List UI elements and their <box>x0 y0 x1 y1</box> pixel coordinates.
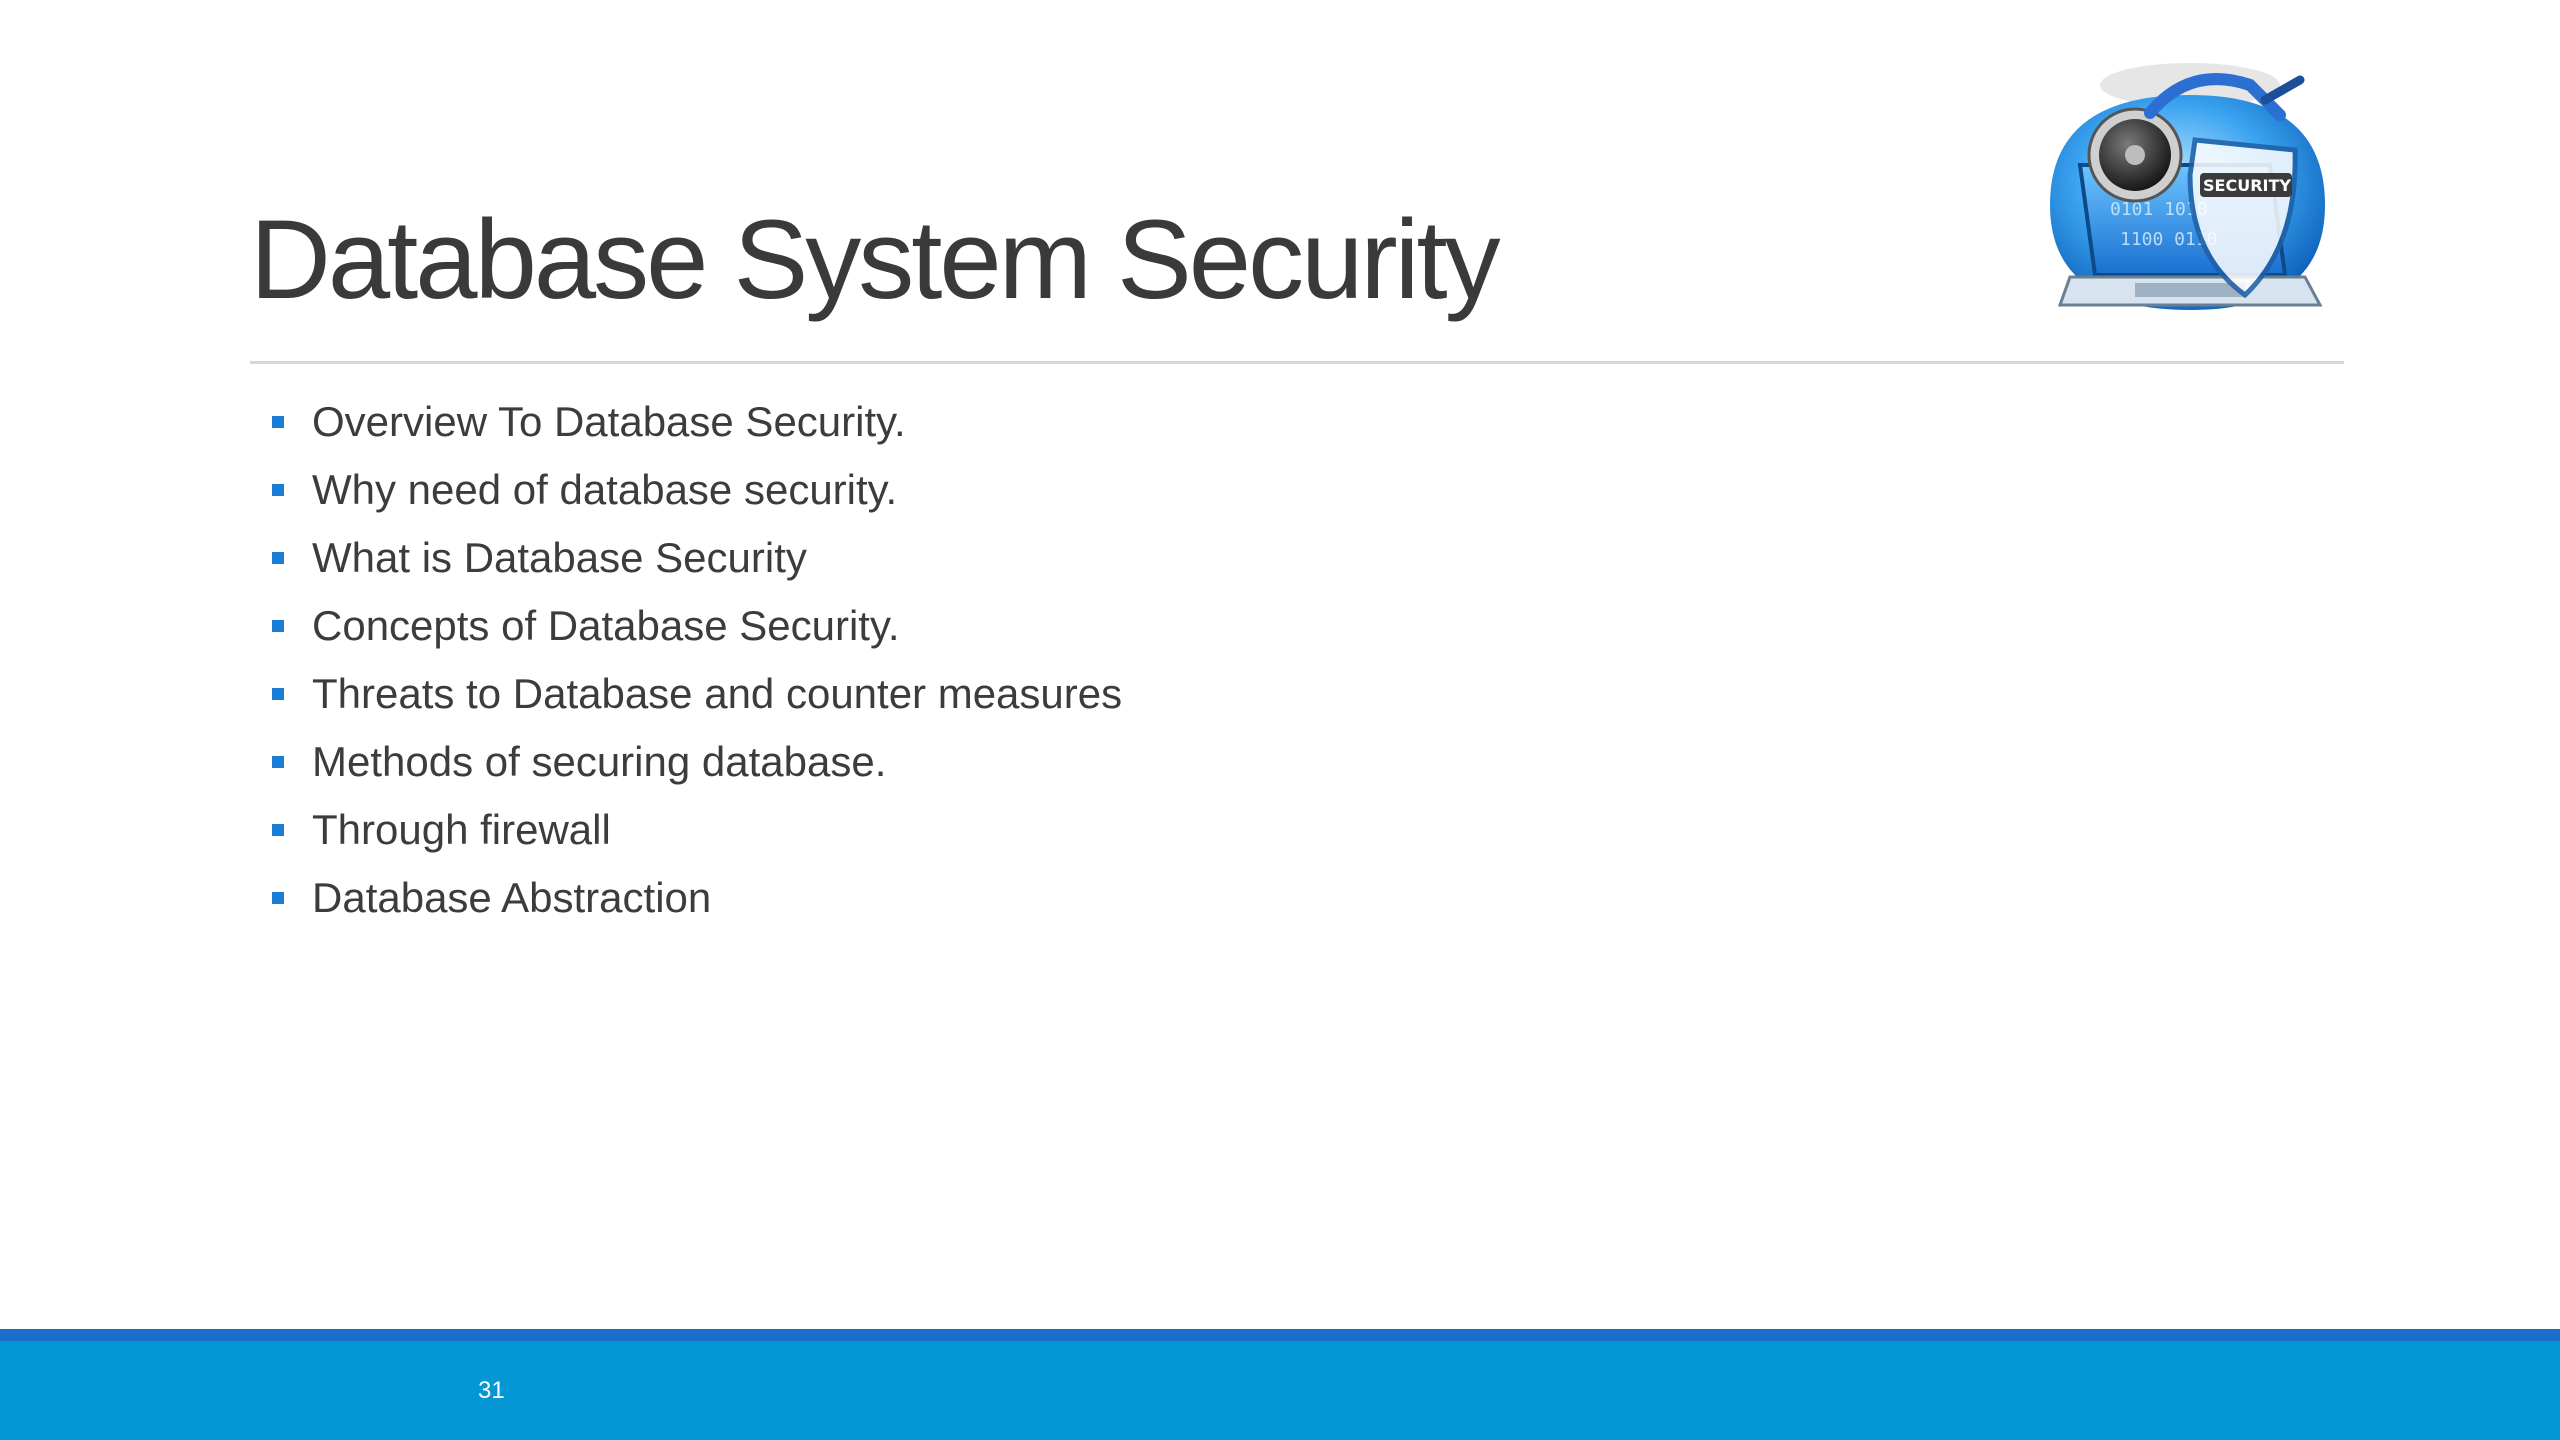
bullet-text: Concepts of Database Security. <box>312 602 900 649</box>
bullet-item-concepts: Concepts of Database Security. <box>272 592 1122 660</box>
bullet-item-overview: Overview To Database Security. <box>272 388 1122 456</box>
bullet-text: Overview To Database Security. <box>312 398 906 445</box>
bullet-item-threats: Threats to Database and counter measures <box>272 660 1122 728</box>
bullet-text: Database Abstraction <box>312 874 712 921</box>
bullet-square-icon <box>272 824 284 836</box>
security-laptop-lock-icon: 0101 1010 1100 0110 SECURITY <box>2050 63 2325 310</box>
logo-text: SECURITY <box>2203 176 2291 195</box>
bullet-item-firewall: Through firewall <box>272 796 1122 864</box>
bullet-item-methods: Methods of securing database. <box>272 728 1122 796</box>
bullet-square-icon <box>272 688 284 700</box>
bullet-square-icon <box>272 484 284 496</box>
bullet-square-icon <box>272 416 284 428</box>
bullet-square-icon <box>272 756 284 768</box>
bullet-item-why-need: Why need of database security. <box>272 456 1122 524</box>
bullet-item-what-is: What is Database Security <box>272 524 1122 592</box>
bullet-item-abstraction: Database Abstraction <box>272 864 1122 932</box>
bullet-square-icon <box>272 552 284 564</box>
page-number: 31 <box>478 1377 505 1404</box>
bullet-text: Through firewall <box>312 806 611 853</box>
title-divider <box>250 361 2344 364</box>
bullet-text: Why need of database security. <box>312 466 898 513</box>
footer-band <box>0 1341 2560 1440</box>
bullet-square-icon <box>272 892 284 904</box>
bullet-text: Threats to Database and counter measures <box>312 670 1123 717</box>
bullet-text: Methods of securing database. <box>312 738 887 785</box>
svg-text:1100 0110: 1100 0110 <box>2120 229 2218 250</box>
slide-title: Database System Security <box>250 197 1501 322</box>
bullet-text: What is Database Security <box>312 534 807 581</box>
bullet-square-icon <box>272 620 284 632</box>
svg-text:0101 1010: 0101 1010 <box>2110 199 2208 220</box>
footer-accent-line <box>0 1329 2560 1341</box>
bullet-list: Overview To Database Security. Why need … <box>272 388 1122 932</box>
